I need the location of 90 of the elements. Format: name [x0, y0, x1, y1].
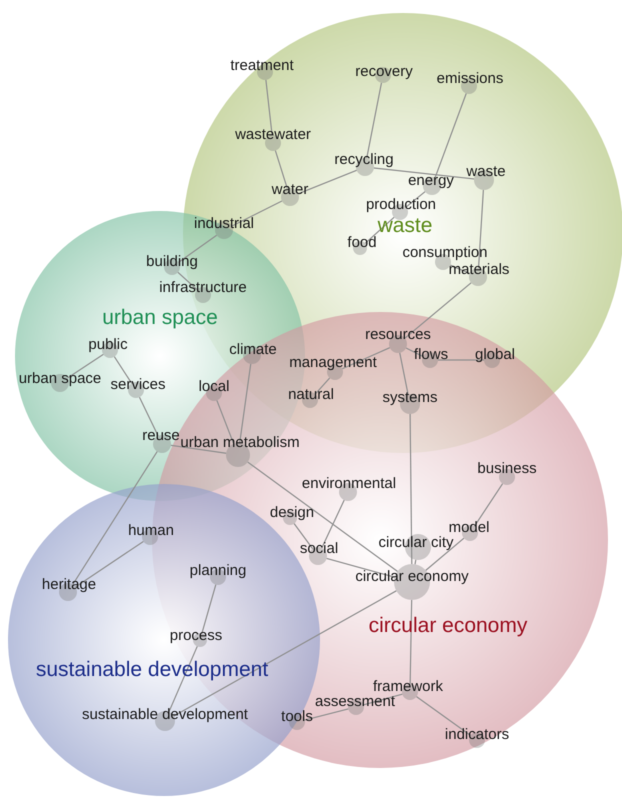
connector-line [478, 190, 484, 268]
keyword-label: services [110, 376, 166, 394]
connector-line [414, 560, 416, 564]
keyword-label: food [347, 234, 377, 252]
connector-line [406, 347, 424, 357]
connector-line [178, 234, 218, 263]
connector-line [364, 694, 402, 706]
cluster-label: urban space [102, 306, 218, 330]
keyword-label: urban space [18, 370, 102, 388]
keyword-label: production [366, 196, 436, 214]
keyword-label: circular city [378, 534, 454, 552]
connector-line [294, 523, 314, 550]
connector-line [67, 354, 104, 379]
keyword-label: local [198, 378, 230, 396]
keyword-label: consumption [402, 244, 488, 262]
connector-line [201, 584, 216, 634]
keyword-label: indicators [444, 726, 510, 744]
connector-line [364, 216, 394, 244]
keyword-label: flows [414, 346, 448, 364]
keyword-label: public [88, 336, 128, 354]
keyword-label: design [270, 504, 314, 522]
keyword-label: human [128, 522, 174, 540]
connector-line [216, 400, 234, 444]
keyword-label: management [289, 354, 377, 372]
connector-line [247, 462, 398, 572]
connector-line [114, 356, 132, 384]
keyword-label: wastewater [235, 126, 311, 144]
keyword-label: framework [373, 678, 443, 696]
keyword-label: building [146, 254, 198, 270]
connector-line [342, 347, 390, 370]
connector-line [72, 451, 158, 585]
keyword-label: waste [466, 164, 506, 180]
keyword-label: urban metabolism [180, 434, 300, 452]
connector-line [406, 191, 426, 208]
keyword-label: social [300, 540, 338, 558]
connector-line [274, 150, 288, 189]
connector-line [450, 264, 470, 274]
keyword-label: emissions [436, 70, 504, 88]
connector-line [239, 364, 252, 444]
keyword-label: environmental [302, 476, 396, 492]
connector-line [232, 200, 282, 227]
connector-line [438, 359, 484, 361]
keyword-label: recycling [334, 152, 394, 168]
keyword-label: assessment [314, 694, 396, 710]
connector-line [410, 414, 412, 564]
keyword-label: climate [229, 342, 277, 358]
keyword-label: tools [281, 708, 313, 726]
connector-line [178, 272, 198, 290]
keyword-label: energy [408, 172, 454, 190]
connector-line [321, 500, 345, 548]
connector-line [298, 170, 357, 194]
keyword-label: materials [448, 262, 510, 278]
keyword-label: infrastructure [159, 280, 247, 296]
keyword-label: process [170, 628, 222, 644]
keyword-label: sustainable development [82, 706, 248, 724]
keyword-label: global [474, 346, 516, 364]
connector-line [170, 444, 226, 454]
keyword-label: circular economy [355, 568, 469, 586]
connector-line [168, 646, 198, 712]
connector-line [416, 696, 471, 736]
keyword-label: reuse [142, 428, 180, 444]
connector-line [399, 352, 409, 394]
keyword-label: resources [365, 326, 431, 344]
connector-line [265, 80, 273, 136]
keyword-label: heritage [42, 576, 96, 594]
connector-line [326, 558, 395, 578]
connector-line [75, 540, 144, 588]
connector-line [474, 483, 504, 527]
keyword-label: planning [190, 562, 246, 580]
cluster-label: waste [378, 214, 432, 238]
connector-line [304, 708, 348, 721]
keyword-label: natural [288, 386, 334, 404]
keyword-label: treatment [230, 58, 294, 74]
connector-line [374, 167, 474, 180]
connector-line [366, 82, 382, 158]
keyword-label: model [448, 520, 490, 536]
keyword-label: recovery [355, 64, 413, 80]
keyword-label: industrial [194, 216, 254, 232]
connector-line [434, 93, 467, 178]
connector-line [173, 590, 397, 717]
connector-line [404, 282, 472, 339]
connector-line [425, 538, 464, 571]
cluster-label: sustainable development [36, 658, 268, 682]
keyword-label: systems [382, 390, 438, 406]
connector-line [410, 600, 412, 684]
keyword-label: water [272, 182, 308, 198]
cluster-label: circular economy [368, 614, 528, 638]
connector-line [138, 396, 159, 436]
connector-line [314, 378, 330, 394]
keyword-label: business [477, 460, 537, 478]
